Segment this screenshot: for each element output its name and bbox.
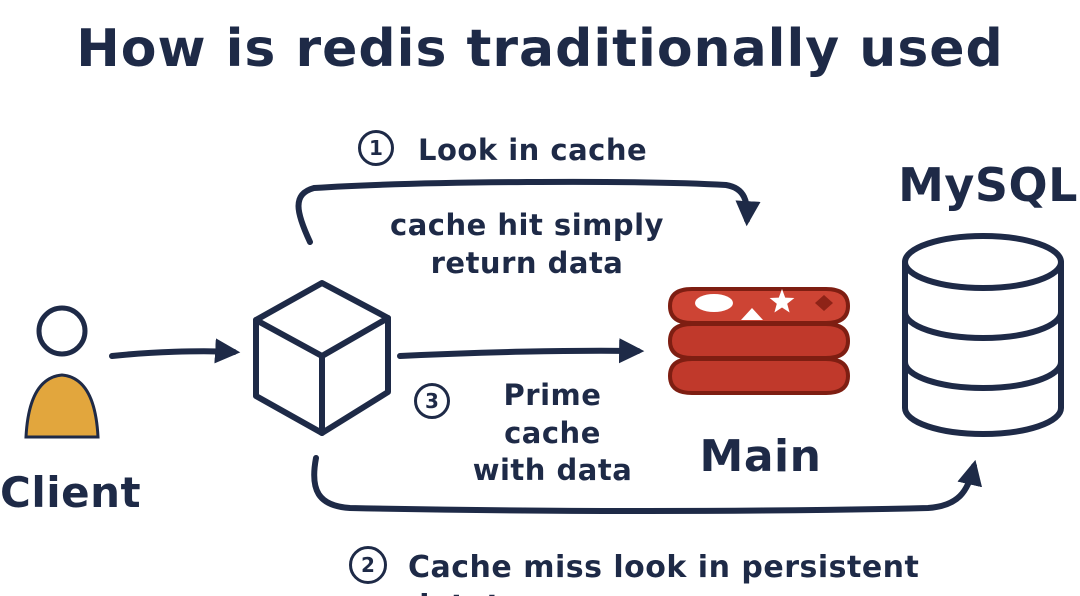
step1-badge: 1 — [358, 130, 394, 166]
arrow-client-to-cube — [109, 338, 241, 364]
redis-stack-icon — [667, 287, 851, 395]
step3-label: Prime cache with data — [472, 378, 633, 488]
mysql-node-label: MySQL — [898, 158, 1078, 212]
step2-number: 2 — [361, 553, 375, 577]
database-cylinder-icon — [902, 233, 1064, 437]
step3-number: 3 — [425, 389, 439, 413]
diagram-title: How is redis traditionally used — [76, 19, 1004, 79]
redis-triangle-decoration — [741, 308, 763, 320]
redis-star-decoration — [769, 289, 795, 313]
cache-hit-note: cache hit simply return data — [390, 208, 664, 280]
person-icon — [24, 305, 100, 439]
redis-node-label: Main — [699, 431, 822, 482]
step2-badge: 2 — [349, 546, 387, 584]
step1-label: Look in cache — [418, 133, 648, 167]
redis-ellipse-decoration — [695, 294, 733, 312]
arrow-cube-to-redis — [397, 338, 645, 364]
step3-badge: 3 — [414, 383, 450, 419]
cube-icon — [253, 280, 391, 436]
step1-number: 1 — [369, 136, 383, 160]
client-node-label: Client — [0, 468, 142, 517]
redis-rhombus-decoration — [815, 295, 833, 311]
arrow-cube-to-mysql — [311, 455, 983, 514]
arrow-cube-to-redis-top — [295, 178, 761, 245]
step2-label: Cache miss look in persistent datatore — [408, 550, 920, 596]
